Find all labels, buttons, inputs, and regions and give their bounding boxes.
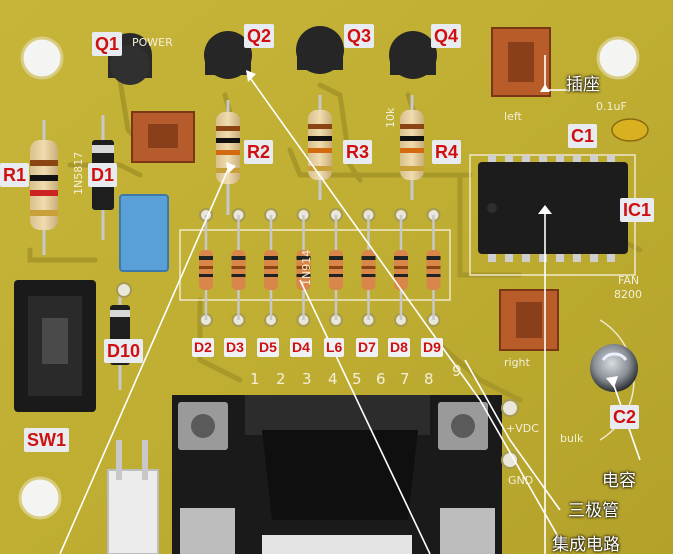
- ic-pin: [505, 250, 513, 262]
- ic-pin: [556, 155, 564, 167]
- switch-sw1: [14, 280, 96, 412]
- label-d7: D7: [356, 338, 378, 357]
- silk-10k: 10k: [384, 107, 397, 128]
- socket-right: [499, 289, 559, 351]
- blue-capacitor: [119, 194, 169, 272]
- silk-pin-2: 2: [276, 370, 286, 388]
- trimmer-block: [131, 111, 195, 163]
- silk-cap-value: 0.1uF: [596, 100, 627, 113]
- diode-array: [199, 208, 441, 327]
- resistor-r3: [308, 95, 332, 200]
- signal-diode: [231, 208, 246, 327]
- label-r2: R2: [244, 140, 274, 164]
- ic-pin: [573, 155, 581, 167]
- label-d8: D8: [388, 338, 410, 357]
- ic-pin: [556, 250, 564, 262]
- db9-connector: [172, 395, 502, 554]
- silk-8200: 8200: [614, 288, 642, 301]
- annotation-capacitor: 电容: [602, 471, 636, 491]
- label-sw1: SW1: [24, 428, 70, 452]
- socket-left: [491, 27, 551, 97]
- ic-pin: [488, 250, 496, 262]
- label-q1: Q1: [92, 32, 123, 56]
- label-d4: D4: [290, 338, 312, 357]
- mounting-holes: [18, 36, 640, 520]
- signal-diode: [361, 208, 376, 327]
- label-d2: D2: [192, 338, 214, 357]
- label-d10: D10: [104, 339, 144, 363]
- ic-pin: [607, 155, 615, 167]
- ic-pin: [590, 250, 598, 262]
- annotation-ic: 集成电路: [552, 535, 620, 554]
- label-q2: Q2: [244, 24, 275, 48]
- ic-pin: [539, 155, 547, 167]
- silk-pin-7: 7: [400, 370, 410, 388]
- leader-arrowheads: [226, 70, 618, 388]
- signal-diode: [199, 208, 213, 327]
- silk-right: right: [504, 356, 530, 369]
- ic-pin: [522, 155, 530, 167]
- transistor-q2: [204, 31, 252, 79]
- capacitor-c1: [611, 118, 649, 142]
- silk-pin-4: 4: [328, 370, 338, 388]
- label-c2: C2: [610, 405, 640, 429]
- transistor-q4: [389, 31, 437, 79]
- signal-diode: [426, 208, 441, 327]
- label-d9: D9: [421, 338, 443, 357]
- silk-pin-3: 3: [302, 370, 312, 388]
- silk-pin-9: 9: [452, 362, 462, 380]
- ic-pin: [488, 155, 496, 167]
- annotation-socket: 插座: [566, 75, 600, 95]
- ic-pin: [522, 250, 530, 262]
- signal-diode: [329, 208, 343, 327]
- leader-lines: [59, 55, 641, 554]
- silk-1n914: 1N914: [300, 249, 313, 286]
- label-d3: D3: [224, 338, 246, 357]
- solder-pads: [116, 282, 519, 469]
- ic-pin: [573, 250, 581, 262]
- label-c1: C1: [568, 124, 598, 148]
- silk-1n5817: 1N5817: [72, 151, 85, 195]
- label-l6: L6: [324, 338, 345, 357]
- ic-pin: [505, 155, 513, 167]
- annotation-transistor: 三极管: [568, 501, 619, 521]
- silk-pin-1: 1: [250, 370, 260, 388]
- ic1-chip: [478, 155, 628, 262]
- ic-pin: [590, 155, 598, 167]
- silk-bulk: bulk: [560, 432, 584, 445]
- label-r3: R3: [343, 140, 373, 164]
- signal-diode: [264, 208, 278, 327]
- silk-left: left: [504, 110, 522, 123]
- signal-diode: [394, 208, 408, 327]
- silk-power: POWER: [132, 36, 173, 49]
- label-d5: D5: [257, 338, 279, 357]
- resistor-r1: [30, 120, 58, 255]
- resistor-r4: [400, 95, 424, 200]
- ic-pin: [607, 250, 615, 262]
- label-q3: Q3: [344, 24, 375, 48]
- label-d1: D1: [88, 163, 118, 187]
- label-r4: R4: [432, 140, 462, 164]
- silk-pin-6: 6: [376, 370, 386, 388]
- label-ic1: IC1: [620, 198, 655, 222]
- capacitor-c2: [590, 344, 638, 392]
- silk-pin-5: 5: [352, 370, 362, 388]
- label-q4: Q4: [431, 24, 462, 48]
- transistor-q3: [296, 26, 344, 74]
- silk-gnd: GND: [508, 474, 534, 487]
- silk-fan: FAN: [618, 274, 640, 287]
- silk-vdc: +VDC: [506, 422, 539, 435]
- power-terminal: [107, 440, 159, 554]
- label-r1: R1: [0, 163, 30, 187]
- ic-pin: [539, 250, 547, 262]
- silk-pin-8: 8: [424, 370, 434, 388]
